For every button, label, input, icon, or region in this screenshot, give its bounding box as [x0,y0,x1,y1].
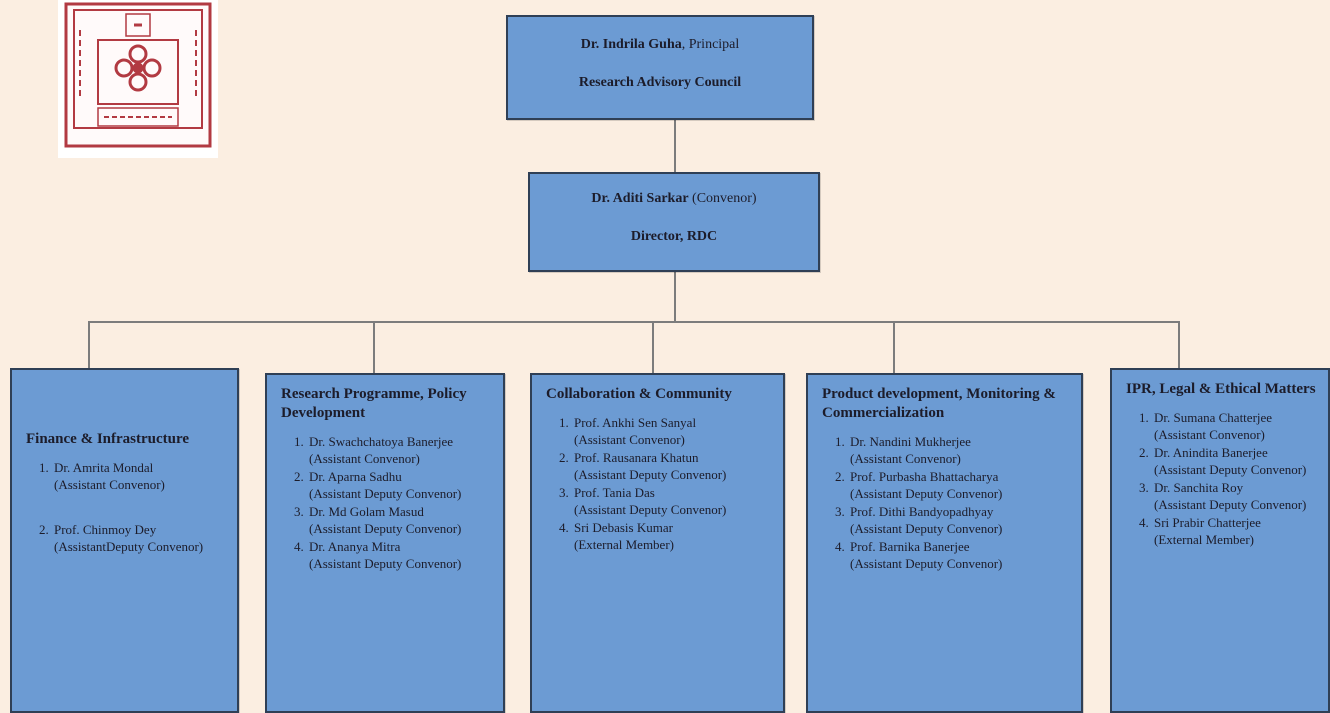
college-logo [58,0,218,158]
connector-convenor-bus [674,272,676,322]
principal-role: , Principal [681,37,740,52]
convenor-role: (Convenor) [688,191,757,206]
member-item: Sri Debasis Kumar(External Member) [572,519,775,553]
connector-dept-2 [373,321,375,373]
member-item: Dr. Amrita Mondal(Assistant Convenor) [52,459,229,493]
dept-title: Finance & Infrastructure [26,431,190,447]
member-list: Prof. Ankhi Sen Sanyal(Assistant Conveno… [546,414,775,553]
member-list: Dr. Amrita Mondal(Assistant Convenor) Pr… [26,459,229,555]
member-item: Dr. Ananya Mitra(Assistant Deputy Conven… [307,538,495,572]
member-item: Dr. Md Golam Masud(Assistant Deputy Conv… [307,503,495,537]
member-item: Dr. Swachchatoya Banerjee(Assistant Conv… [307,433,495,467]
member-item: Dr. Aparna Sadhu(Assistant Deputy Conven… [307,468,495,502]
dept-title: IPR, Legal & Ethical Matters [1126,381,1316,397]
dept-box-finance: Finance & Infrastructure Dr. Amrita Mond… [10,368,239,713]
member-item: Dr. Nandini Mukherjee(Assistant Convenor… [848,433,1073,467]
member-list: Dr. Swachchatoya Banerjee(Assistant Conv… [281,433,495,572]
member-item: Prof. Tania Das(Assistant Deputy Conveno… [572,484,775,518]
connector-dept-3 [652,321,654,373]
convenor-title: Director, RDC [630,229,718,244]
dept-title: Collaboration & Community [546,386,732,402]
council-title: Research Advisory Council [578,75,742,90]
connector-dept-1 [88,321,90,368]
member-item: Prof. Barnika Banerjee(Assistant Deputy … [848,538,1073,572]
convenor-box: Dr. Aditi Sarkar (Convenor) Director, RD… [528,172,820,272]
member-item: Prof. Chinmoy Dey(AssistantDeputy Conven… [52,521,229,555]
dept-box-collaboration: Collaboration & Community Prof. Ankhi Se… [530,373,785,713]
college-seal-icon [64,2,212,148]
member-item: Prof. Purbasha Bhattacharya(Assistant De… [848,468,1073,502]
principal-box: Dr. Indrila Guha, Principal Research Adv… [506,15,814,120]
member-list: Dr. Nandini Mukherjee(Assistant Convenor… [822,433,1073,572]
member-item: Prof. Dithi Bandyopadhyay(Assistant Depu… [848,503,1073,537]
member-item: Dr. Anindita Banerjee(Assistant Deputy C… [1152,444,1322,478]
dept-box-research: Research Programme, Policy Development D… [265,373,505,713]
connector-head-convenor [674,120,676,172]
dept-box-ipr: IPR, Legal & Ethical Matters Dr. Sumana … [1110,368,1330,713]
connector-dept-5 [1178,321,1180,368]
member-item: Prof. Ankhi Sen Sanyal(Assistant Conveno… [572,414,775,448]
convenor-line: Dr. Aditi Sarkar (Convenor) [530,191,818,207]
member-item: Prof. Rausanara Khatun(Assistant Deputy … [572,449,775,483]
principal-line: Dr. Indrila Guha, Principal [508,37,812,53]
dept-title: Research Programme, Policy Development [281,386,467,421]
member-item: Dr. Sumana Chatterjee(Assistant Convenor… [1152,409,1322,443]
member-item: Sri Prabir Chatterjee(External Member) [1152,514,1322,548]
connector-dept-4 [893,321,895,373]
member-item: Dr. Sanchita Roy(Assistant Deputy Conven… [1152,479,1322,513]
principal-name: Dr. Indrila Guha [580,37,682,52]
member-list: Dr. Sumana Chatterjee(Assistant Convenor… [1126,409,1322,548]
convenor-name: Dr. Aditi Sarkar [591,191,689,206]
dept-title: Product development, Monitoring & Commer… [822,386,1056,421]
connector-bus [88,321,1180,323]
dept-box-product: Product development, Monitoring & Commer… [806,373,1083,713]
